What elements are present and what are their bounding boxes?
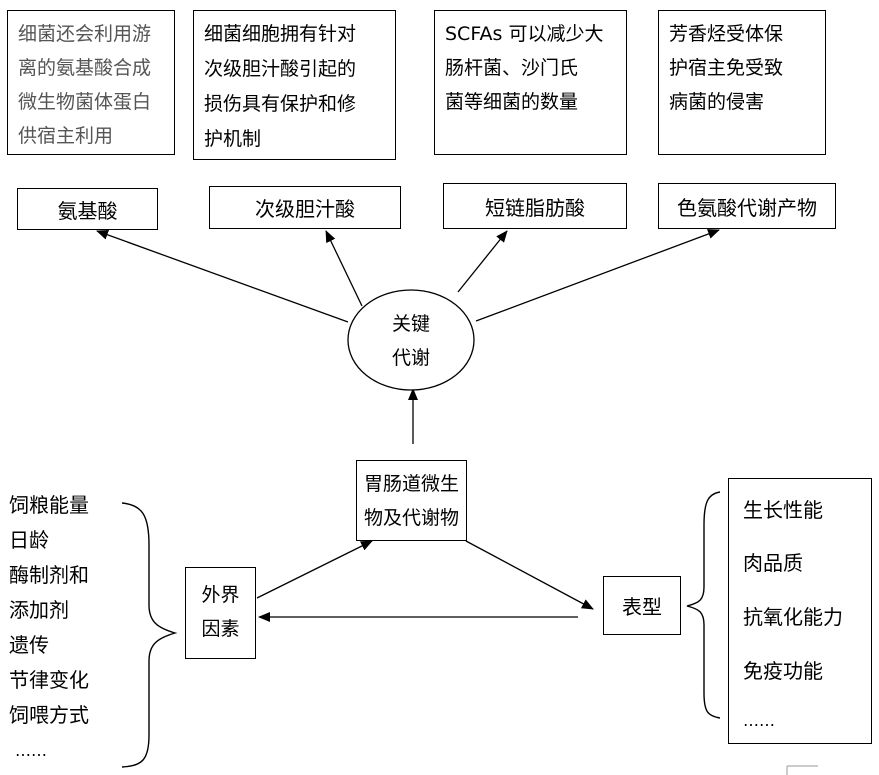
desc-line: 细菌还会利用游 [18,23,152,45]
arrow-to-amino-acid [96,230,349,323]
desc-line: 菌等细菌的数量 [445,91,579,113]
key-metabolism-ellipse [347,289,475,391]
phenotype-item: 免疫功能 [743,659,823,683]
arrow-gut-to-phenotype [465,540,594,610]
gut-microbiota-line: 胃肠道微生 [363,473,459,495]
factor-item: 节律变化 [9,668,89,692]
factor-item: 添加剂 [9,598,69,622]
desc-line: 离的氨基酸合成 [18,57,152,79]
phenotype-item: 生长性能 [743,498,823,522]
factor-list: 饲粮能量 日龄 酶制剂和 添加剂 遗传 节律变化 饲喂方式 …… [9,488,89,768]
phenotype-item: 肉品质 [743,551,803,575]
desc-line: 护机制 [204,128,262,150]
factor-item: 饲喂方式 [9,703,89,727]
desc-box-bile-acid: 细菌细胞拥有针对 次级胆汁酸引起的 损伤具有保护和修 护机制 [193,10,396,160]
metabolite-tryptophan-products: 色氨酸代谢产物 [658,183,836,229]
desc-line: 微生物菌体蛋白 [18,91,152,113]
phenotype-box: 表型 [603,576,681,635]
factor-item: 遗传 [9,633,49,657]
desc-line: 护宿主免受致 [669,57,784,79]
arrow-to-bile-acid [325,230,363,307]
desc-line: 次级胆汁酸引起的 [204,58,357,80]
factor-item: …… [15,741,47,760]
phenotype-item: …… [743,711,775,730]
key-metabolism-label: 关键 代谢 [371,307,451,375]
external-factors-line: 因素 [201,618,240,640]
gut-microbiota-line: 物及代谢物 [363,507,459,529]
metabolite-scfa: 短链脂肪酸 [443,183,627,229]
arrow-external-to-gut [256,540,373,599]
key-metabolism-line: 代谢 [391,347,430,369]
desc-box-amino-acid: 细菌还会利用游 离的氨基酸合成 微生物菌体蛋白 供宿主利用 [7,10,175,155]
factor-item: 饲粮能量 [9,493,89,517]
desc-box-tryptophan: 芳香烃受体保 护宿主免受致 病菌的侵害 [658,10,826,155]
desc-line: 芳香烃受体保 [669,23,784,45]
factor-item: 日龄 [9,528,49,552]
desc-line: 供宿主利用 [18,125,114,147]
left-brace [121,502,178,768]
metabolite-amino-acid: 氨基酸 [17,188,158,230]
desc-line: 病菌的侵害 [669,91,765,113]
desc-box-scfa: SCFAs 可以减少大 肠杆菌、沙门氏 菌等细菌的数量 [434,10,627,155]
arrow-to-tryptophan [475,229,720,322]
metabolite-secondary-bile-acid: 次级胆汁酸 [209,186,401,229]
arrow-to-scfa [457,230,508,293]
phenotype-item: 抗氧化能力 [743,605,843,629]
right-brace [686,491,721,719]
external-factors-line: 外界 [201,584,240,606]
key-metabolism-line: 关键 [391,313,430,335]
desc-line: 肠杆菌、沙门氏 [445,57,579,79]
desc-line: 损伤具有保护和修 [204,93,357,115]
phenotype-list-box: 生长性能 肉品质 抗氧化能力 免疫功能 …… [728,478,872,744]
desc-line: SCFAs 可以减少大 [445,23,604,45]
factor-item: 酶制剂和 [9,563,89,587]
gut-microbiota-box: 胃肠道微生 物及代谢物 [356,460,467,541]
desc-line: 细菌细胞拥有针对 [204,23,357,45]
external-factors-box: 外界 因素 [185,567,256,659]
